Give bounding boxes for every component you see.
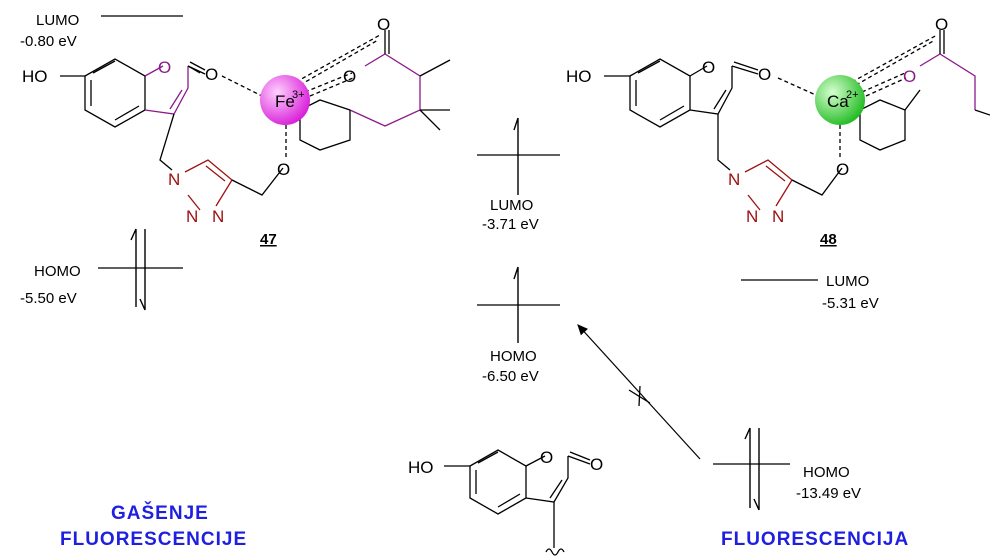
svg-text:LUMO: LUMO — [36, 12, 79, 29]
svg-text:O: O — [702, 58, 715, 77]
quenching-label-line2: FLUORESCENCIJE — [60, 529, 247, 550]
svg-text:O: O — [205, 65, 218, 84]
svg-text:N: N — [728, 170, 740, 189]
svg-text:HOMO: HOMO — [490, 348, 537, 365]
complex-47-structure — [60, 30, 451, 211]
electron-down-arrow — [753, 428, 760, 511]
complex-48-structure — [604, 30, 990, 211]
center-homo-level: HOMO -6.50 eV — [477, 266, 560, 385]
svg-text:-3.71 eV: -3.71 eV — [482, 216, 539, 233]
svg-text:HO: HO — [408, 458, 434, 477]
fluorescence-label: FLUORESCENCIJA — [721, 529, 909, 550]
svg-text:N: N — [186, 207, 198, 226]
left-lumo-level: LUMO -0.80 eV — [20, 12, 183, 50]
svg-text:O: O — [277, 160, 290, 179]
ca-ion-ball — [815, 75, 865, 125]
svg-text:O: O — [377, 15, 390, 34]
complex-47-labels: HO O O Fe 3+ O O O N N N 47 — [22, 15, 390, 248]
electron-up-arrow — [744, 427, 751, 508]
svg-text:HO: HO — [22, 67, 48, 86]
center-lumo-level: LUMO -3.71 eV — [477, 117, 560, 233]
svg-text:N: N — [168, 170, 180, 189]
electron-down-arrow — [139, 229, 146, 311]
coumarin-labels: HO O O — [408, 448, 603, 477]
svg-text:O: O — [758, 65, 771, 84]
blocked-transfer-arrow — [577, 324, 701, 460]
electron-up-arrow — [513, 266, 519, 343]
svg-text:HOMO: HOMO — [803, 464, 850, 481]
svg-text:LUMO: LUMO — [826, 273, 869, 290]
electron-up-arrow — [513, 117, 519, 195]
svg-text:N: N — [772, 207, 784, 226]
svg-text:47: 47 — [260, 231, 277, 248]
electron-up-arrow — [130, 228, 137, 307]
svg-text:N: N — [746, 207, 758, 226]
svg-text:48: 48 — [820, 231, 837, 248]
svg-text:3+: 3+ — [292, 89, 305, 101]
svg-text:LUMO: LUMO — [490, 197, 533, 214]
svg-text:HO: HO — [566, 67, 592, 86]
svg-text:2+: 2+ — [846, 89, 859, 101]
svg-text:O: O — [903, 67, 916, 86]
svg-text:N: N — [212, 207, 224, 226]
svg-text:-5.50 eV: -5.50 eV — [20, 290, 77, 307]
svg-text:O: O — [590, 455, 603, 474]
quenching-label-line1: GAŠENJE — [111, 502, 209, 524]
svg-text:-13.49 eV: -13.49 eV — [796, 485, 861, 502]
complex-48-labels: HO O O Ca 2+ O O O N N N 48 — [566, 15, 948, 248]
svg-text:O: O — [935, 15, 948, 34]
svg-text:Fe: Fe — [275, 92, 295, 111]
right-homo-level: HOMO -13.49 eV — [713, 427, 861, 511]
svg-text:O: O — [836, 160, 849, 179]
right-lumo-level: LUMO -5.31 eV — [741, 273, 879, 312]
fe-ion-ball — [260, 75, 310, 125]
svg-text:-6.50 eV: -6.50 eV — [482, 368, 539, 385]
svg-text:O: O — [158, 58, 171, 77]
svg-text:-0.80 eV: -0.80 eV — [20, 33, 77, 50]
left-homo-level: HOMO -5.50 eV — [20, 228, 183, 311]
coumarin-fluorophore — [444, 449, 591, 556]
svg-text:HOMO: HOMO — [34, 263, 81, 280]
svg-text:-5.31 eV: -5.31 eV — [822, 295, 879, 312]
svg-text:O: O — [540, 448, 553, 467]
svg-text:O: O — [343, 67, 356, 86]
svg-text:Ca: Ca — [827, 92, 849, 111]
